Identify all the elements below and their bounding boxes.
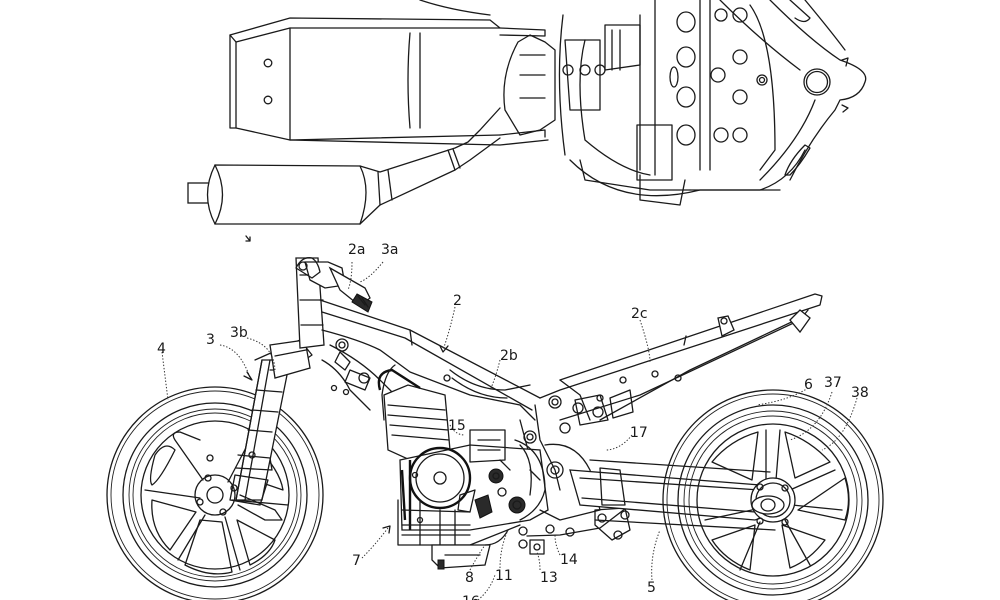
frame-top-view bbox=[689, 0, 867, 191]
label-37: 37 bbox=[824, 375, 842, 391]
view-arrow-mark bbox=[245, 235, 251, 242]
arrow-3 bbox=[243, 371, 253, 381]
label-2b: 2b bbox=[500, 348, 518, 364]
leader-14 bbox=[554, 534, 561, 556]
label-5: 5 bbox=[647, 580, 656, 596]
label-8: 8 bbox=[465, 570, 474, 586]
leader-6 bbox=[756, 387, 809, 406]
label-6: 6 bbox=[804, 377, 813, 393]
label-4: 4 bbox=[157, 341, 166, 357]
label-3: 3 bbox=[206, 332, 215, 348]
spark-plug-holes bbox=[710, 7, 768, 143]
leader-2c bbox=[639, 319, 651, 363]
leader-37 bbox=[789, 391, 833, 441]
leader-8 bbox=[469, 544, 486, 571]
label-15: 15 bbox=[448, 418, 466, 434]
label-16: 16 bbox=[462, 594, 480, 600]
rear-wheel bbox=[662, 389, 884, 600]
leader-11 bbox=[499, 529, 509, 569]
leader-3 bbox=[219, 344, 251, 379]
rear-wheel-spokes bbox=[704, 429, 850, 571]
leader-7 bbox=[361, 527, 389, 559]
leader-2 bbox=[442, 306, 456, 351]
leader-17 bbox=[604, 434, 633, 451]
arrow-2 bbox=[439, 345, 449, 353]
label-3a: 3a bbox=[381, 242, 399, 258]
top-tube bbox=[419, 0, 491, 16]
seat-rail bbox=[539, 293, 823, 434]
label-2: 2 bbox=[453, 293, 462, 309]
leader-5 bbox=[651, 529, 661, 581]
leader-15 bbox=[449, 424, 466, 436]
label-2c: 2c bbox=[631, 306, 648, 322]
leader-2b bbox=[489, 359, 501, 391]
leader-16 bbox=[477, 574, 496, 600]
label-14: 14 bbox=[560, 552, 578, 568]
engine-top-view bbox=[503, 0, 781, 206]
front-wheel bbox=[106, 386, 324, 600]
label-7: 7 bbox=[352, 553, 361, 569]
steering-head bbox=[295, 257, 373, 349]
leader-4 bbox=[161, 351, 169, 401]
muffler bbox=[187, 107, 501, 225]
leader-3a bbox=[359, 261, 384, 283]
reference-labels: 2a 3a 2 3b 3 4 2b 2c 6 37 38 15 17 7 8 1… bbox=[157, 242, 869, 600]
label-38: 38 bbox=[851, 385, 869, 401]
top-view bbox=[187, 0, 867, 242]
intake-ports bbox=[669, 11, 696, 146]
label-11: 11 bbox=[495, 568, 513, 584]
leader-38 bbox=[821, 397, 858, 451]
leader-2a bbox=[347, 261, 353, 291]
label-3b: 3b bbox=[230, 325, 248, 341]
label-13: 13 bbox=[540, 570, 558, 586]
rear-seat-frame bbox=[229, 17, 549, 146]
leader-13 bbox=[536, 551, 541, 571]
label-2a: 2a bbox=[348, 242, 366, 258]
leader-lines bbox=[161, 261, 858, 600]
side-view: 2a 3a 2 3b 3 4 2b 2c 6 37 38 15 17 7 8 1… bbox=[106, 242, 884, 600]
leader-3b bbox=[246, 337, 276, 373]
label-17: 17 bbox=[630, 425, 648, 441]
front-fork bbox=[206, 339, 313, 521]
engine bbox=[377, 364, 549, 570]
swing-arm bbox=[569, 459, 776, 531]
arrow-7 bbox=[382, 525, 391, 534]
